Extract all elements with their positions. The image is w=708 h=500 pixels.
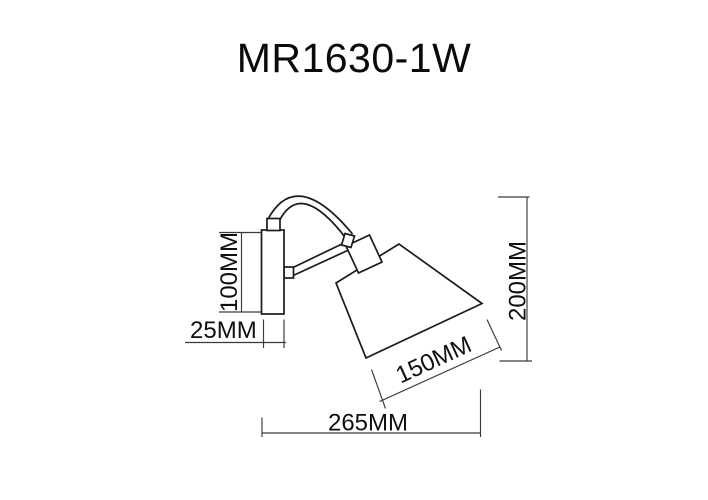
dimension-label-bracket-depth: 25MM bbox=[190, 317, 257, 344]
product-code-title: MR1630-1W bbox=[236, 35, 472, 81]
dimension-overall-width: 265MM bbox=[261, 389, 482, 437]
bracket-side-tab bbox=[283, 266, 295, 279]
dimension-overall-height: 200MM bbox=[498, 196, 532, 362]
gooseneck-arm-outer bbox=[266, 195, 354, 235]
dimension-bracket-height: 100MM bbox=[216, 231, 261, 313]
socket-holder bbox=[344, 233, 384, 275]
gooseneck-arm-inner bbox=[278, 202, 348, 240]
dimension-label-overall-width: 265MM bbox=[328, 410, 408, 437]
support-arm-top bbox=[290, 241, 346, 270]
dimension-label-overall-height: 200MM bbox=[505, 241, 532, 321]
wall-bracket bbox=[260, 229, 285, 315]
dimension-label-bracket-height: 100MM bbox=[216, 232, 243, 312]
bracket-top-cap bbox=[266, 217, 281, 232]
dimension-bracket-depth: 25MM bbox=[185, 317, 286, 348]
arm-fitting bbox=[340, 232, 356, 249]
support-arm-bottom bbox=[290, 249, 348, 278]
lamp-figure bbox=[260, 195, 484, 360]
